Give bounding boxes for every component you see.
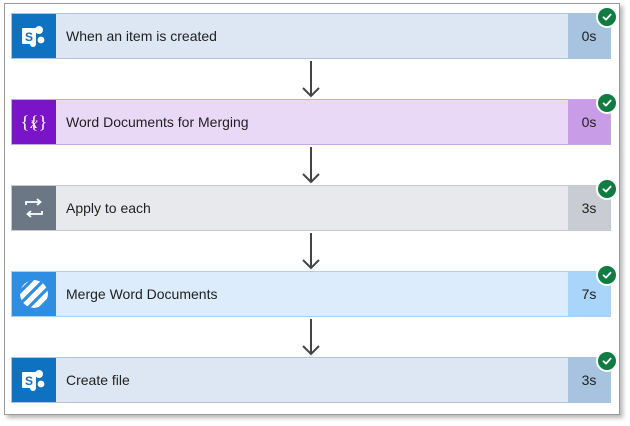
success-check-icon xyxy=(596,92,618,114)
sharepoint-icon: S xyxy=(12,358,56,402)
success-check-icon xyxy=(596,6,618,28)
svg-text:{: { xyxy=(21,112,30,132)
svg-text:S: S xyxy=(25,30,33,44)
step-title: Merge Word Documents xyxy=(66,286,218,302)
success-check-icon xyxy=(596,178,618,200)
step-title: Create file xyxy=(66,372,130,388)
encodian-icon xyxy=(12,272,56,316)
variable-icon: { x } { xyxy=(12,100,56,144)
svg-text:}: } xyxy=(39,112,48,132)
step-merge-word-documents[interactable]: Merge Word Documents 7s xyxy=(11,264,618,317)
success-check-icon xyxy=(596,350,618,372)
step-duration: 3s xyxy=(568,186,610,230)
loop-icon xyxy=(12,186,56,230)
step-duration: 0s xyxy=(568,100,610,144)
success-check-icon xyxy=(596,264,618,286)
svg-text:{: { xyxy=(30,112,39,132)
flow-run-canvas: S When an item is created 0s { x } { Wor… xyxy=(4,3,620,415)
step-title: When an item is created xyxy=(66,28,217,44)
step-title: Word Documents for Merging xyxy=(66,114,249,130)
svg-text:S: S xyxy=(25,374,33,388)
down-arrow-icon xyxy=(300,317,322,357)
step-apply-to-each[interactable]: Apply to each 3s xyxy=(11,178,618,231)
step-title: Apply to each xyxy=(66,200,151,216)
svg-text:x: x xyxy=(29,115,37,132)
down-arrow-icon xyxy=(300,145,322,185)
step-when-an-item-is-created[interactable]: S When an item is created 0s xyxy=(11,6,618,59)
down-arrow-icon xyxy=(300,59,322,99)
step-word-documents-for-merging[interactable]: { x } { Word Documents for Merging 0s xyxy=(11,92,618,145)
sharepoint-icon: S xyxy=(12,14,56,58)
step-create-file[interactable]: S Create file 3s xyxy=(11,350,618,403)
down-arrow-icon xyxy=(300,231,322,271)
